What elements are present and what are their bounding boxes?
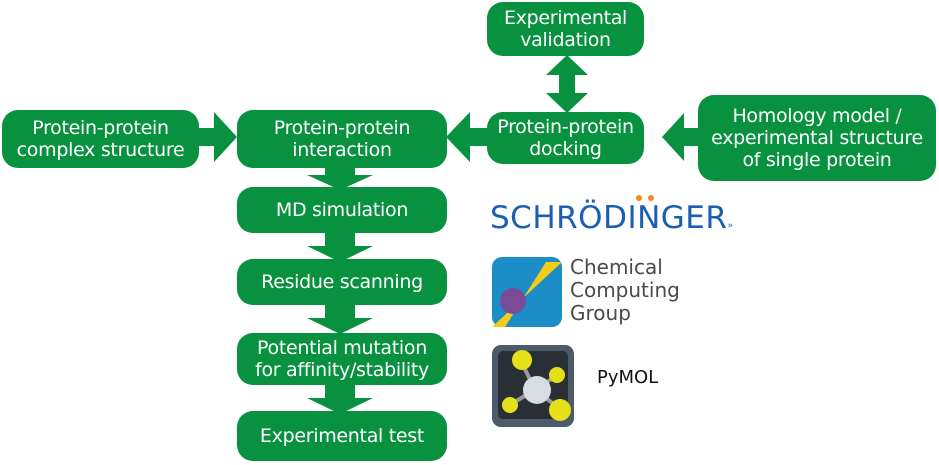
box-homology-model: Homology model / experimental structure … bbox=[698, 95, 936, 181]
arrow-docking-to-interaction bbox=[446, 112, 488, 162]
pymol-label: PyMOL bbox=[597, 367, 659, 388]
box-ppi-complex-structure: Protein-protein complex structure bbox=[2, 110, 199, 168]
ccg-logo-icon bbox=[492, 257, 562, 327]
schrodinger-wordmark: SCHRÖDINGER bbox=[490, 200, 728, 236]
box-experimental-test: Experimental test bbox=[237, 411, 447, 461]
box-ppi-docking: Protein-protein docking bbox=[487, 112, 644, 164]
arrow-validation-docking-bidirectional bbox=[546, 55, 588, 113]
box-potential-mutation: Potential mutation for affinity/stabilit… bbox=[237, 333, 447, 385]
arrow-interaction-to-md bbox=[307, 158, 373, 190]
box-md-simulation: MD simulation bbox=[237, 187, 447, 233]
arrow-complex-to-interaction bbox=[196, 112, 237, 162]
pymol-logo-icon bbox=[492, 345, 574, 427]
arrow-mutation-to-test bbox=[307, 382, 373, 414]
schrodinger-logo: SCHRÖDINGER» bbox=[490, 200, 733, 236]
box-residue-scanning: Residue scanning bbox=[237, 259, 447, 305]
box-experimental-validation: Experimental validation bbox=[487, 2, 644, 56]
schrodinger-umlaut-dot bbox=[648, 195, 654, 201]
ccg-logo-text: Chemical Computing Group bbox=[570, 255, 680, 325]
arrow-md-to-residue bbox=[307, 230, 373, 262]
arrow-homology-to-docking bbox=[662, 113, 700, 161]
schrodinger-umlaut-dot bbox=[636, 195, 642, 201]
schrodinger-mark: » bbox=[727, 221, 734, 231]
box-ppi-interaction: Protein-protein interaction bbox=[237, 110, 447, 168]
arrow-residue-to-mutation bbox=[307, 300, 373, 334]
